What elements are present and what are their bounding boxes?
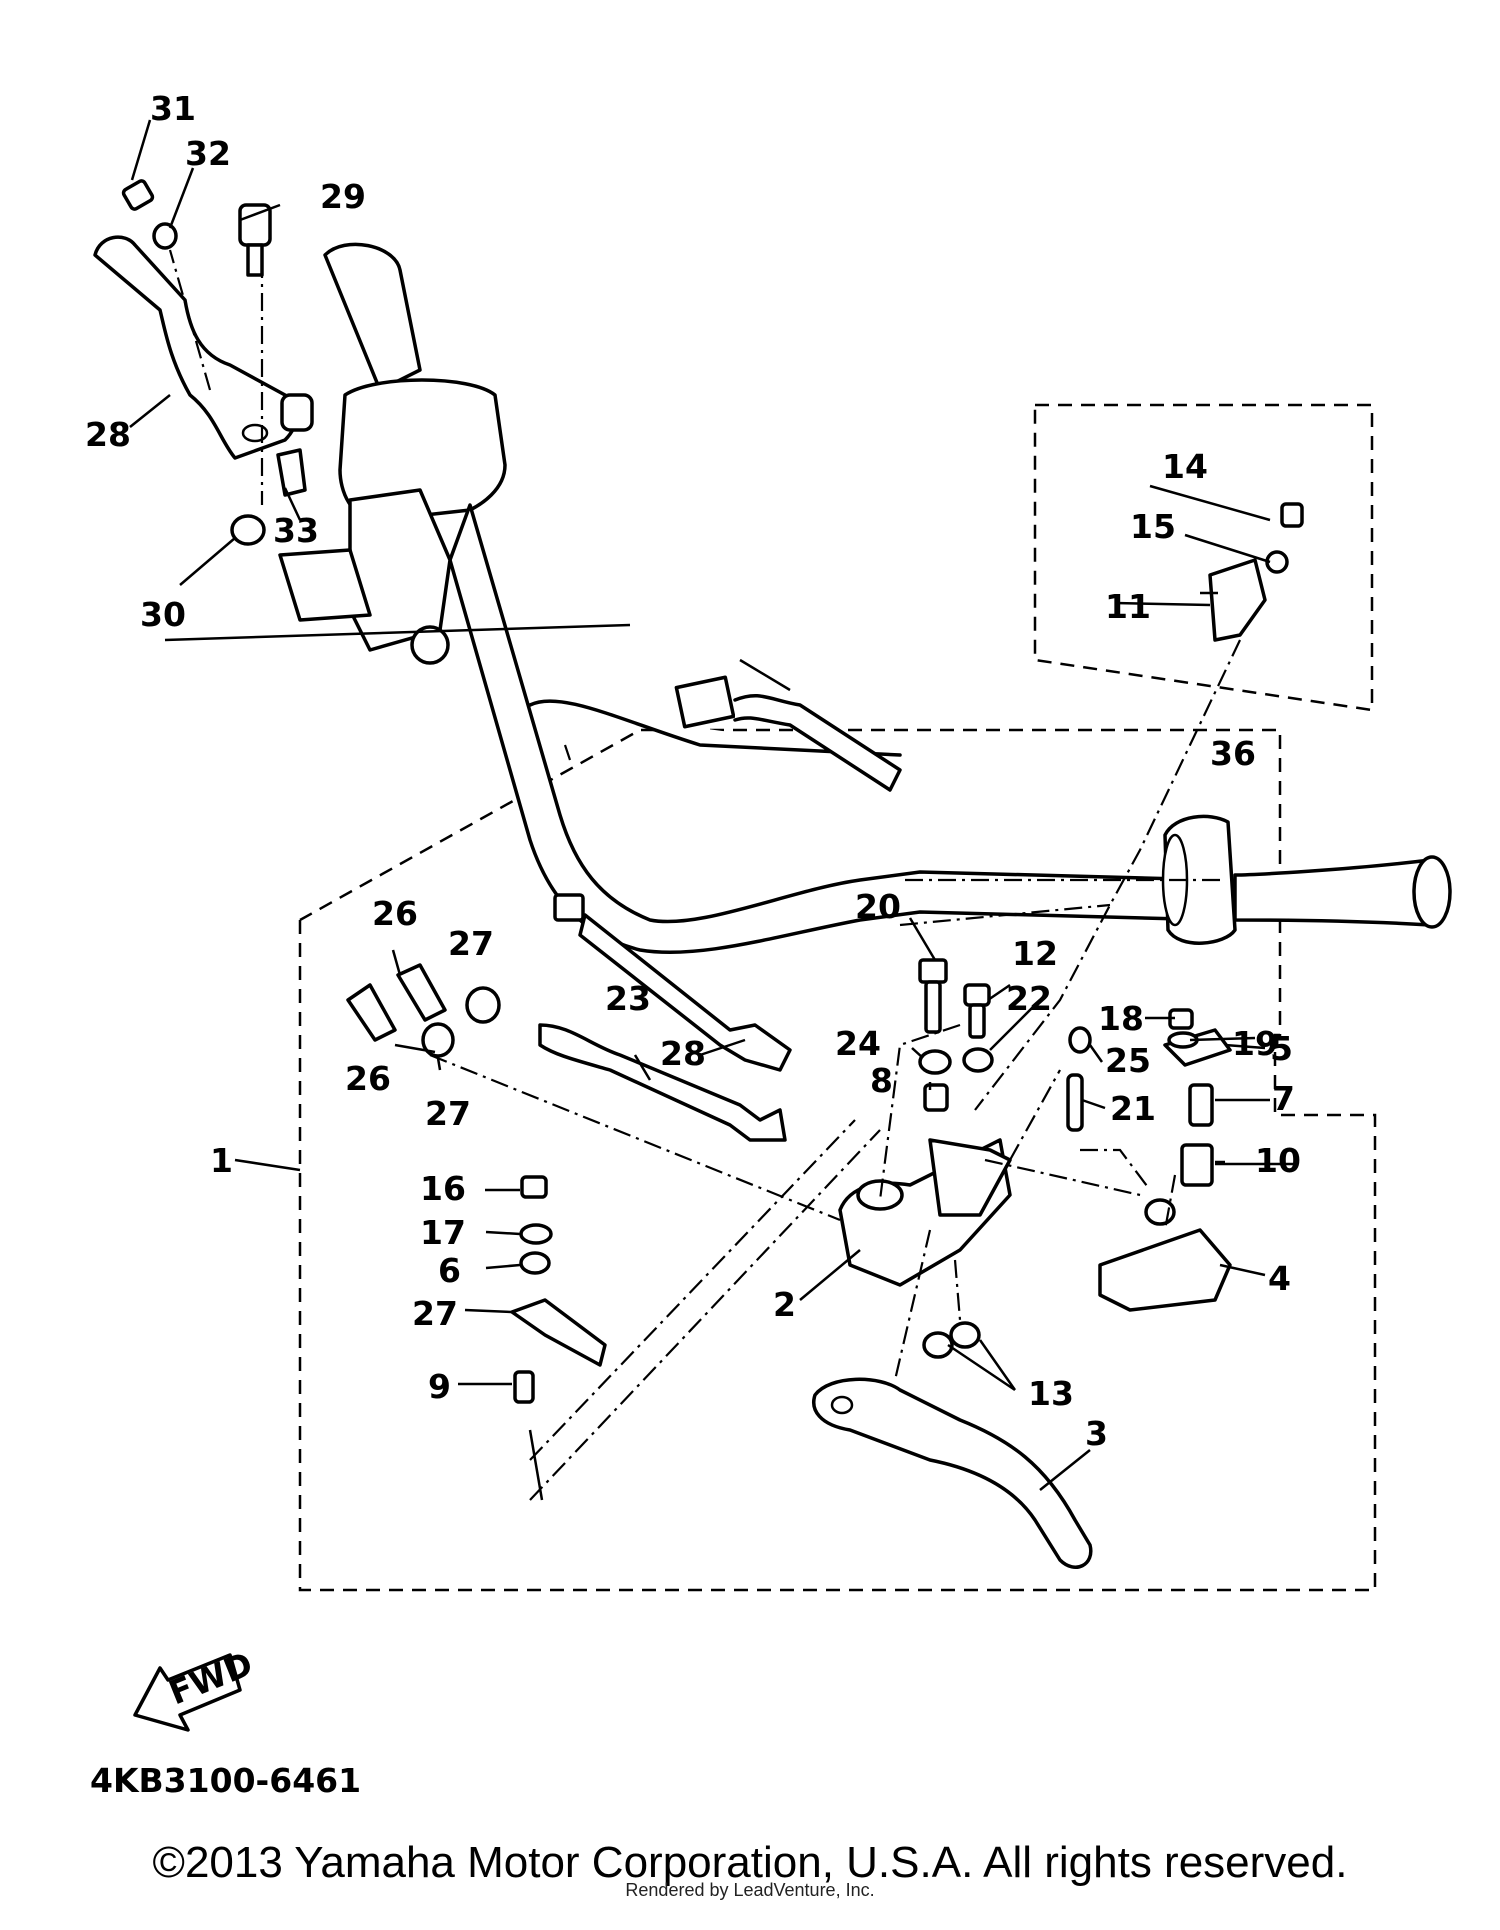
- callout-15: 15: [1130, 507, 1176, 546]
- throttle-housing: [1161, 814, 1237, 945]
- clutch-lever: [93, 235, 314, 460]
- callout-25: 25: [1105, 1041, 1151, 1080]
- callout-33: 31: [150, 89, 196, 128]
- callout-5: 5: [1270, 1029, 1293, 1068]
- wire-harness: [674, 658, 902, 792]
- fwd-arrow: FWD: [133, 1644, 258, 1732]
- assembly-lines: [168, 249, 1241, 1501]
- callout-22: 22: [1006, 979, 1052, 1018]
- small-parts-center: [918, 958, 994, 1359]
- callout-6: 6: [438, 1251, 461, 1290]
- callout-29: 27: [412, 1294, 458, 1333]
- callout-28: 28: [660, 1034, 706, 1073]
- callout-24: 24: [835, 1024, 881, 1063]
- callout-20: 20: [855, 887, 901, 926]
- callout-3: 3: [1085, 1414, 1108, 1453]
- callout-35: 33: [273, 511, 319, 550]
- left-switch-housing: [278, 488, 452, 665]
- small-parts-right-upper: [1208, 502, 1304, 642]
- assembly-box-36: [1033, 403, 1374, 712]
- callout-32: 30: [140, 595, 186, 634]
- callout-11: 11: [1105, 587, 1151, 626]
- callout-27b: 27: [425, 1094, 471, 1133]
- callout-16: 16: [420, 1169, 466, 1208]
- callout-21: 21: [1110, 1089, 1156, 1128]
- callout-12: 12: [1012, 934, 1058, 973]
- brake-lever: [812, 1377, 1093, 1569]
- copyright-notice: ©2013 Yamaha Motor Corporation, U.S.A. A…: [152, 1838, 1348, 1887]
- rendered-by-notice: Rendered by LeadVenture, Inc.: [625, 1880, 875, 1900]
- callout-26a: 26: [372, 894, 418, 933]
- handlebar: [323, 242, 1452, 954]
- callout-31: 29: [320, 177, 366, 216]
- callout-30: 28: [85, 415, 131, 454]
- callout-9: 9: [428, 1367, 451, 1406]
- small-parts-left-lower: [346, 893, 792, 1404]
- callout-1: 1: [210, 1141, 233, 1180]
- callout-10: 10: [1255, 1141, 1301, 1180]
- callout-17: 17: [420, 1213, 466, 1252]
- callout-7: 7: [1272, 1079, 1295, 1118]
- assembly-box-1: [298, 728, 1377, 1592]
- callout-26b: 26: [345, 1059, 391, 1098]
- leader-lines: [129, 119, 1298, 1501]
- callout-2: 2: [773, 1285, 796, 1324]
- brake-switch: [1098, 1198, 1232, 1312]
- callout-36: 36: [1210, 734, 1256, 773]
- callout-13: 13: [1028, 1374, 1074, 1413]
- small-parts-top-left: [121, 179, 307, 546]
- master-cylinder-body: [838, 1138, 1012, 1287]
- part-code: 4KB3100-6461: [90, 1761, 361, 1800]
- callout-23: 23: [605, 979, 651, 1018]
- callout-27a: 27: [448, 924, 494, 963]
- callout-19: 19: [1232, 1024, 1278, 1063]
- callout-8: 8: [870, 1061, 893, 1100]
- callout-34: 32: [185, 134, 231, 173]
- callout-18: 18: [1098, 999, 1144, 1038]
- callout-4: 4: [1268, 1259, 1291, 1298]
- callout-14: 14: [1162, 447, 1208, 486]
- callout-labels: 31 32 29 28 33 30 14 15 11 36 20 26 27 1…: [85, 89, 1301, 1453]
